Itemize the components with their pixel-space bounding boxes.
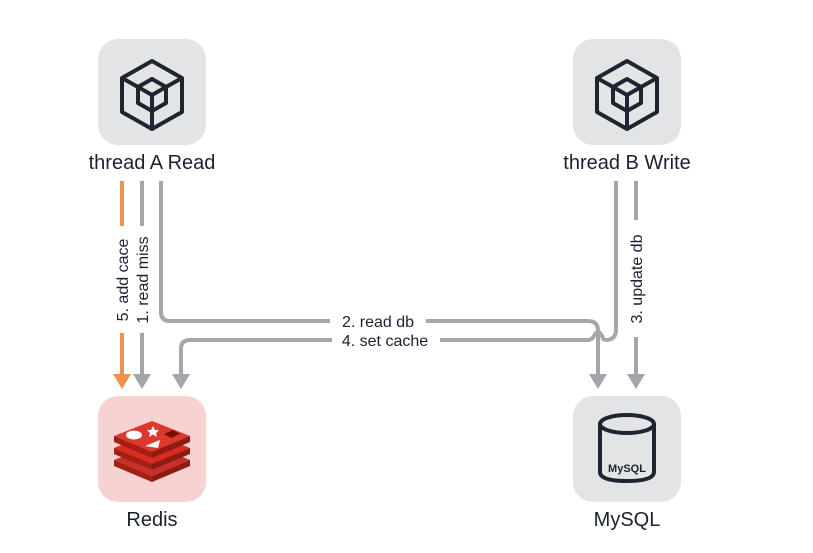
edge-label-read-miss: 1. read miss [135,236,152,323]
edge-set-cache: 4. set cache [172,181,618,389]
node-thread-a[interactable] [98,39,206,145]
mysql-icon-text: MySQL [608,463,646,475]
cube-icon [595,59,659,131]
edge-read-db: 2. read db [159,181,607,389]
edge-label-read-db: 2. read db [342,314,414,331]
edge-label-update-db: 3. update db [629,234,646,323]
arrowhead [589,374,607,389]
edge-label-set-cache: 4. set cache [342,333,428,350]
edge-label-add-cache: 5. add cace [115,239,132,322]
node-label-thread-b: thread B Write [563,152,691,174]
node-mysql[interactable]: MySQL [573,396,681,502]
redis-logo-icon [114,421,190,482]
cube-icon [120,59,184,131]
node-thread-b[interactable] [573,39,681,145]
edge-update-db: 3. update db [627,181,646,389]
database-cylinder-icon: MySQL [598,413,656,484]
arrowhead [133,374,151,389]
arrowhead [113,374,131,389]
arrowhead [627,374,645,389]
node-label-mysql: MySQL [593,509,661,531]
arrowhead [172,374,190,389]
node-label-thread-a: thread A Read [88,152,216,174]
edge-add-cache: 5. add cace [113,181,132,389]
node-redis[interactable] [98,396,206,502]
node-label-redis: Redis [126,509,178,531]
edge-read-miss: 1. read miss [133,181,152,389]
